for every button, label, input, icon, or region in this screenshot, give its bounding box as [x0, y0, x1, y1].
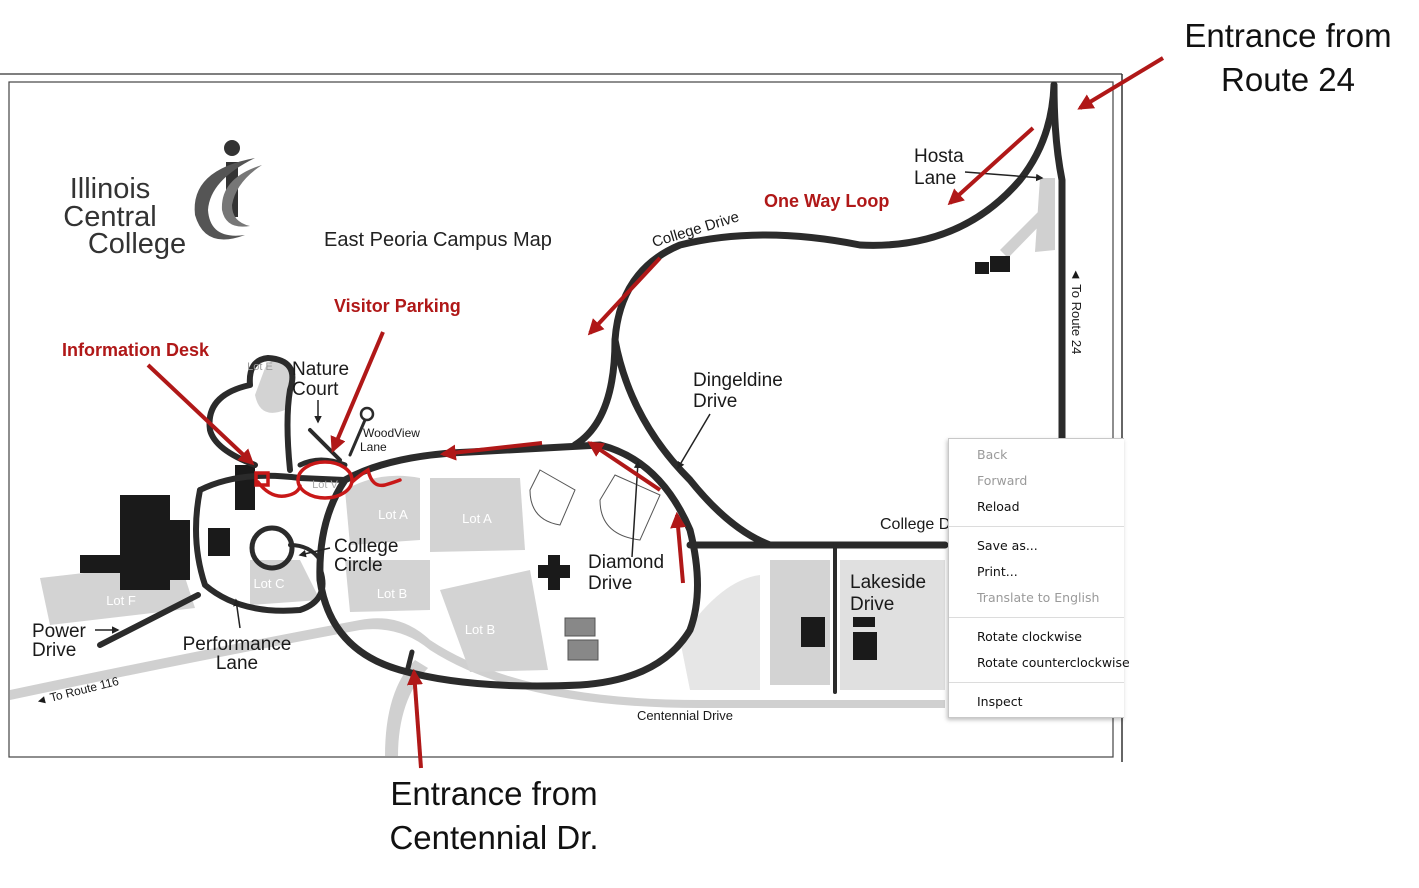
visitor-route-overlay — [254, 460, 402, 500]
callout-centennial-line2: Centennial Dr. — [389, 819, 599, 856]
label-dingeldine-1: Dingeldine — [693, 370, 783, 391]
label-college-circle-2: Circle — [334, 555, 383, 576]
solar-arrays — [564, 617, 599, 661]
label-dingeldine-2: Drive — [693, 391, 737, 412]
annotation-arrows — [146, 56, 1165, 769]
callout-centennial-line1: Entrance from — [390, 775, 598, 812]
label-diamond-1: Diamond — [588, 552, 664, 573]
callout-entrance-centennial: Entrance from Centennial Dr. — [376, 772, 612, 860]
menu-separator — [949, 617, 1124, 618]
label-lot-a-1: Lot A — [378, 507, 408, 522]
label-information-desk: Information Desk — [62, 340, 210, 360]
menu-item-inspect[interactable]: Inspect — [977, 694, 1023, 709]
label-power-2: Drive — [32, 640, 76, 661]
label-power-1: Power — [32, 621, 87, 642]
ball-fields — [529, 469, 661, 541]
menu-item-save-as[interactable]: Save as... — [977, 538, 1038, 553]
label-centennial-drive: Centennial Drive — [637, 708, 733, 723]
label-visitor-parking: Visitor Parking — [334, 296, 461, 316]
label-nature-1: Nature — [292, 359, 349, 380]
label-lot-a-2: Lot A — [462, 511, 492, 526]
label-nature-2: Court — [292, 379, 339, 400]
buildings — [80, 256, 1010, 660]
lot-labels: Lot E Lot V Lot A Lot A Lot B Lot B Lot … — [106, 361, 495, 637]
label-college-drive-right: College D — [880, 516, 950, 533]
label-diamond-2: Drive — [588, 573, 632, 594]
label-pointers — [95, 171, 1044, 634]
label-to-route-24: ◄ To Route 24 — [1069, 268, 1084, 354]
menu-item-back[interactable]: Back — [977, 447, 1008, 462]
callout-entrance-route-24: Entrance from Route 24 — [1170, 14, 1406, 102]
menu-item-reload[interactable]: Reload — [977, 499, 1020, 514]
logo-line-2: Central — [63, 201, 157, 233]
menu-item-translate[interactable]: Translate to English — [977, 590, 1100, 605]
street-labels: College Drive College D Dingeldine Drive… — [32, 146, 1084, 723]
callout-route24-line2: Route 24 — [1221, 61, 1355, 98]
label-woodview-2: Lane — [360, 440, 387, 454]
logo-line-3: College — [88, 228, 186, 260]
menu-item-rotate-counterclockwise[interactable]: Rotate counterclockwise — [977, 655, 1130, 670]
label-lakeside-2: Drive — [850, 594, 894, 615]
gray-background-shapes — [10, 178, 1055, 756]
icc-logo: Illinois Central College — [63, 140, 262, 260]
logo-dot-icon — [224, 140, 240, 156]
logo-line-1: Illinois — [70, 173, 151, 205]
label-hosta-1: Hosta — [914, 146, 964, 167]
label-one-way-loop: One Way Loop — [764, 191, 889, 211]
context-menu: Back Forward Reload Save as... Print... … — [948, 438, 1130, 718]
menu-separator — [949, 526, 1124, 527]
menu-item-rotate-clockwise[interactable]: Rotate clockwise — [977, 629, 1082, 644]
label-lot-b-1: Lot B — [377, 586, 407, 601]
label-lakeside-1: Lakeside — [850, 572, 926, 593]
label-performance-1: Performance — [183, 634, 292, 655]
logo-swoosh-icon — [194, 158, 255, 240]
label-lot-e: Lot E — [247, 361, 273, 373]
label-lot-f: Lot F — [106, 593, 136, 608]
menu-separator — [949, 682, 1124, 683]
menu-item-forward[interactable]: Forward — [977, 473, 1028, 488]
label-lot-b-2: Lot B — [465, 622, 495, 637]
label-lot-c: Lot C — [253, 576, 284, 591]
label-lot-v: Lot V — [312, 479, 338, 491]
label-college-circle-1: College — [334, 536, 398, 557]
label-hosta-2: Lane — [914, 168, 956, 189]
map-title: East Peoria Campus Map — [324, 229, 552, 251]
callout-route24-line1: Entrance from — [1184, 17, 1392, 54]
menu-item-print[interactable]: Print... — [977, 564, 1018, 579]
label-woodview-1: WoodView — [363, 426, 420, 440]
annotation-labels: Information Desk Visitor Parking One Way… — [62, 191, 889, 360]
label-performance-2: Lane — [216, 653, 258, 674]
